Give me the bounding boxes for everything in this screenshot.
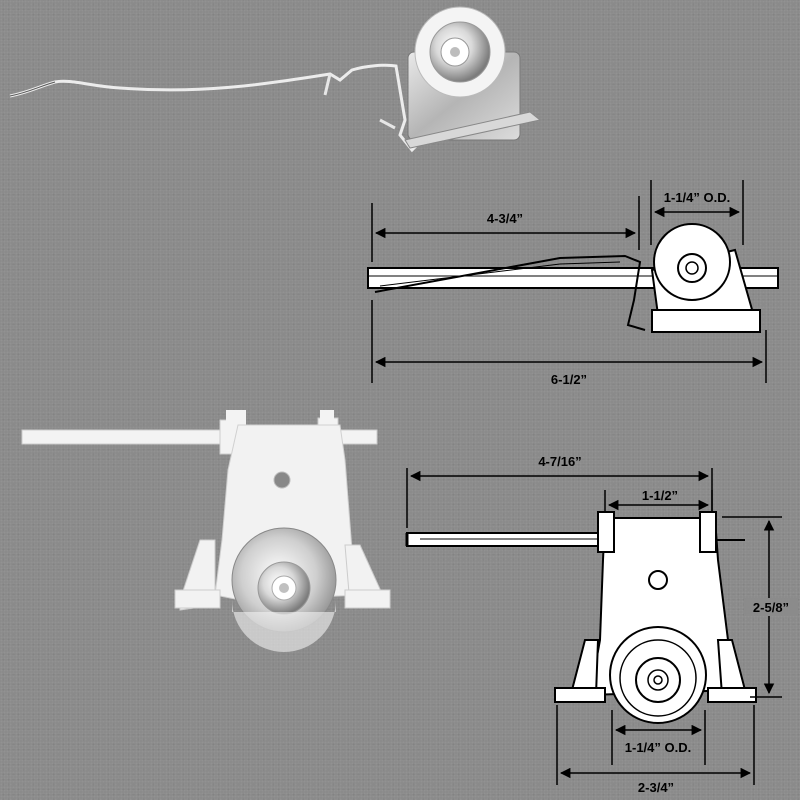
dim-tilter-height: 2-5/8” (753, 600, 789, 615)
dim-stop-total-length: 6-1/2” (551, 372, 587, 387)
dim-tilter-base-width: 2-3/4” (638, 780, 674, 795)
cord-stop-photo (9, 6, 542, 153)
dim-tilter-bracket-width: 1-1/2” (642, 488, 678, 503)
tilter-drawing: 4-7/16” 1-1/2” 2-5/8” 1-1/4” O.D. 2-3/4” (405, 454, 798, 795)
dim-stop-pulley-od: 1-1/4” O.D. (664, 190, 730, 205)
dim-stop-bar-length: 4-3/4” (487, 211, 523, 226)
tilter-photo (21, 410, 391, 652)
cord-stop-drawing: 4-3/4” 1-1/4” O.D. 6-1/2” (367, 180, 779, 387)
stop-wire (9, 63, 422, 153)
dim-tilter-pulley-od: 1-1/4” O.D. (625, 740, 691, 755)
dim-tilter-shaft-length: 4-7/16” (538, 454, 581, 469)
